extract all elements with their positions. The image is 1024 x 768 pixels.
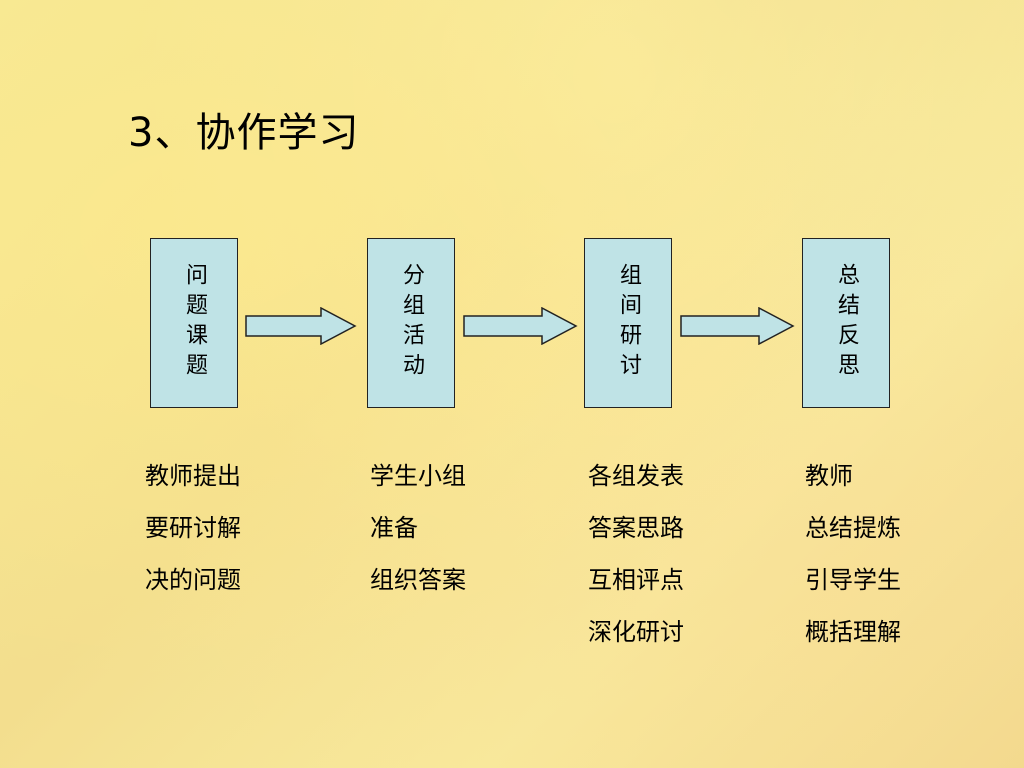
step-label: 总结反思 xyxy=(834,263,859,383)
arrow-right-icon xyxy=(680,307,795,345)
description-line: 学生小组 xyxy=(370,462,466,490)
description-column-1: 教师提出 要研讨解 决的问题 xyxy=(145,450,241,606)
description-line: 深化研讨 xyxy=(588,618,684,646)
description-column-2: 学生小组 准备 组织答案 xyxy=(370,450,466,606)
description-line: 决的问题 xyxy=(145,566,241,594)
description-line: 要研讨解 xyxy=(145,514,241,542)
slide-title: 3、协作学习 xyxy=(128,110,360,156)
step-box-2: 分组活动 xyxy=(367,238,455,408)
description-line: 组织答案 xyxy=(370,566,466,594)
description-column-3: 各组发表 答案思路 互相评点 深化研讨 xyxy=(588,450,684,658)
description-line: 教师 xyxy=(805,462,853,490)
step-label: 分组活动 xyxy=(399,263,424,383)
step-label: 问题课题 xyxy=(182,263,207,383)
description-line: 教师提出 xyxy=(145,462,241,490)
description-line: 答案思路 xyxy=(588,514,684,542)
description-line: 各组发表 xyxy=(588,462,684,490)
step-box-1: 问题课题 xyxy=(150,238,238,408)
description-line: 概括理解 xyxy=(805,618,901,646)
step-label: 组间研讨 xyxy=(616,263,641,383)
step-box-4: 总结反思 xyxy=(802,238,890,408)
arrow-right-icon xyxy=(463,307,578,345)
arrow-right-icon xyxy=(245,307,357,345)
step-box-3: 组间研讨 xyxy=(584,238,672,408)
description-column-4: 教师 总结提炼 引导学生 概括理解 xyxy=(805,450,901,658)
description-line: 总结提炼 xyxy=(805,514,901,542)
description-line: 互相评点 xyxy=(588,566,684,594)
description-line: 引导学生 xyxy=(805,566,901,594)
description-line: 准备 xyxy=(370,514,418,542)
